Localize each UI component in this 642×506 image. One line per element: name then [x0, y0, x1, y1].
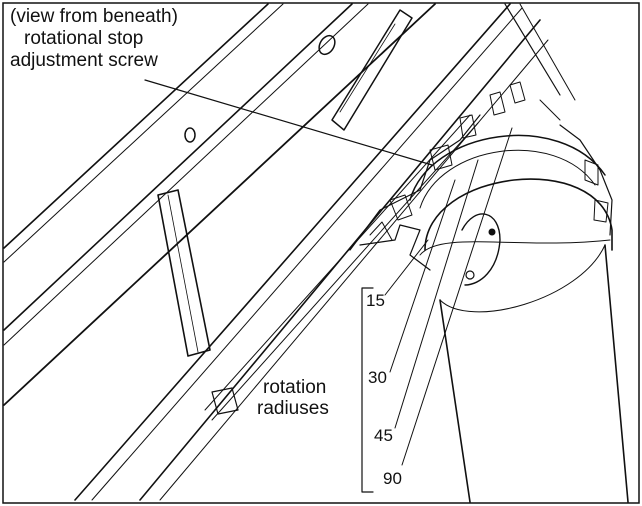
rail-assembly	[3, 3, 576, 501]
leader-lines	[144, 79, 513, 466]
rotation-label-line1: rotation	[263, 377, 326, 398]
angle-bracket	[361, 287, 374, 493]
rail-fixtures	[157, 9, 413, 415]
stop-ring	[349, 81, 613, 271]
angle-label-90: 90	[383, 469, 402, 488]
callout-line-adjustment-screw: adjustment screw	[10, 50, 158, 71]
callout-line-view-from-beneath: (view from beneath)	[10, 6, 178, 27]
angle-label-30: 30	[368, 368, 387, 387]
angle-label-15: 15	[366, 291, 385, 310]
callout-line-rotational-stop: rotational stop	[24, 28, 143, 49]
angle-label-45: 45	[374, 426, 393, 445]
rotation-label-line2: radiuses	[257, 398, 329, 419]
